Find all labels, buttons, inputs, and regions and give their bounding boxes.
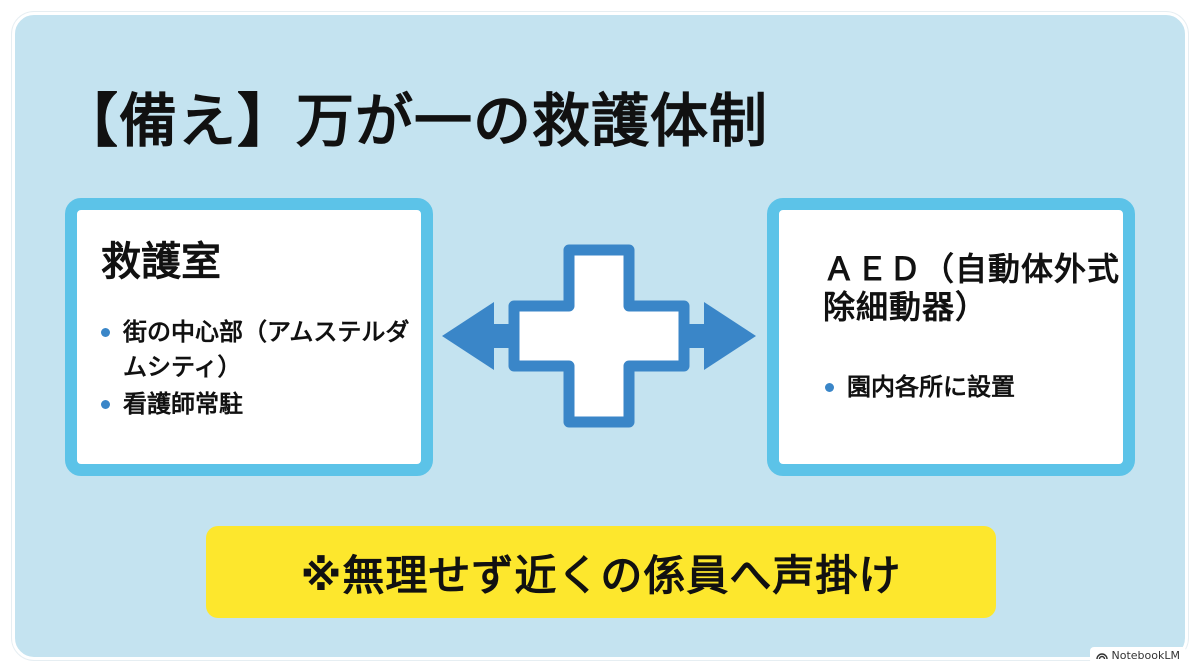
bullet-dot-icon bbox=[101, 328, 110, 337]
aed-card: ＡＥＤ（自動体外式除細動器） 園内各所に設置 bbox=[767, 198, 1135, 476]
aed-heading: ＡＥＤ（自動体外式除細動器） bbox=[823, 250, 1121, 327]
bullet-dot-icon bbox=[825, 383, 834, 392]
notebooklm-watermark: NotebookLM bbox=[1089, 647, 1186, 664]
notebooklm-logo-icon bbox=[1095, 653, 1108, 660]
slide-title: 【備え】万が一の救護体制 bbox=[60, 87, 769, 155]
aed-list: 園内各所に設置 bbox=[823, 370, 1123, 407]
first-aid-room-heading: 救護室 bbox=[101, 239, 221, 285]
medical-cross-icon bbox=[508, 244, 690, 428]
first-aid-room-list: 街の中心部（アムステルダムシティ） 看護師常駐 bbox=[99, 315, 419, 424]
bullet-dot-icon bbox=[101, 400, 110, 409]
staff-notice-banner: ※無理せず近くの係員へ声掛け bbox=[206, 526, 996, 618]
list-item: 看護師常駐 bbox=[99, 387, 419, 422]
medical-cross-connector bbox=[442, 244, 756, 428]
list-item: 街の中心部（アムステルダムシティ） bbox=[99, 315, 419, 385]
first-aid-room-card: 救護室 街の中心部（アムステルダムシティ） 看護師常駐 bbox=[65, 198, 433, 476]
list-item: 園内各所に設置 bbox=[823, 370, 1123, 405]
